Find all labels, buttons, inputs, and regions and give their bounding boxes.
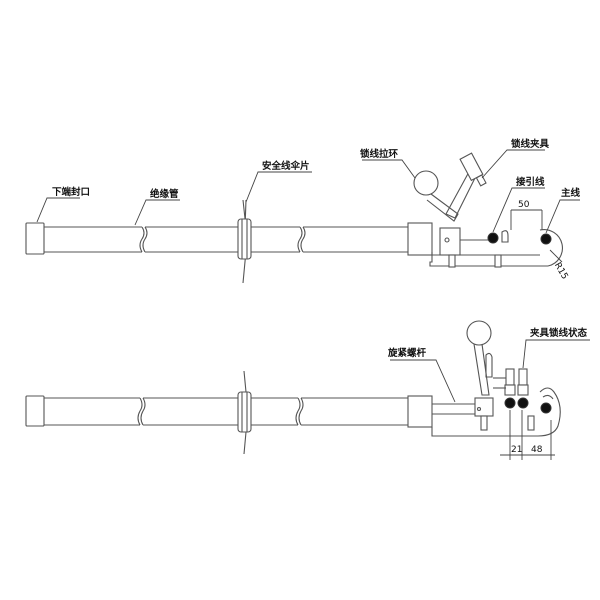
lock-pull-ring: [413, 170, 439, 196]
label-safety-umbrella: 安全线伞片: [262, 160, 310, 172]
dimension-d1: 21: [511, 445, 522, 455]
label-lock-clamp: 锁线夹具: [511, 138, 550, 150]
head-block: [407, 222, 433, 256]
label-tightening-screw: 旋紧螺杆: [387, 347, 427, 359]
lock-pull-ring: [466, 320, 492, 346]
label-bottom-seal: 下端封口: [52, 186, 90, 198]
label-clamp-locked-state: 夹具锁线状态: [529, 327, 588, 339]
label-main-wire: 主线: [561, 187, 581, 199]
lead-wire-dot: [487, 232, 499, 244]
head-block: [407, 395, 433, 428]
main-wire-dot: [540, 402, 552, 414]
dimension-radius: R15: [552, 261, 570, 281]
break-mark: [139, 226, 145, 253]
clamp-base: [439, 227, 461, 256]
label-lead-wire: 接引线: [516, 176, 545, 188]
dimension-d2: 48: [531, 445, 543, 455]
label-insulating-tube: 绝缘管: [150, 188, 179, 200]
safety-umbrella-disc: [237, 199, 252, 284]
bottom-end-cap: [25, 222, 45, 255]
label-lock-pull-ring: 锁线拉环: [360, 148, 399, 160]
clamp-base: [474, 397, 494, 417]
top-assembly: 50 R15 下端封口 绝缘管 安全线伞片 锁线拉环 锁线夹具 接引线 主线: [25, 138, 581, 284]
bottom-end-cap: [25, 395, 45, 427]
safety-umbrella-disc: [237, 370, 252, 455]
bottom-assembly: 21 48 旋紧螺杆 夹具锁线状态: [25, 320, 590, 460]
dimension-spacing: 50: [518, 200, 530, 210]
clamp-screws: [493, 368, 529, 409]
main-wire-dot: [540, 233, 552, 245]
